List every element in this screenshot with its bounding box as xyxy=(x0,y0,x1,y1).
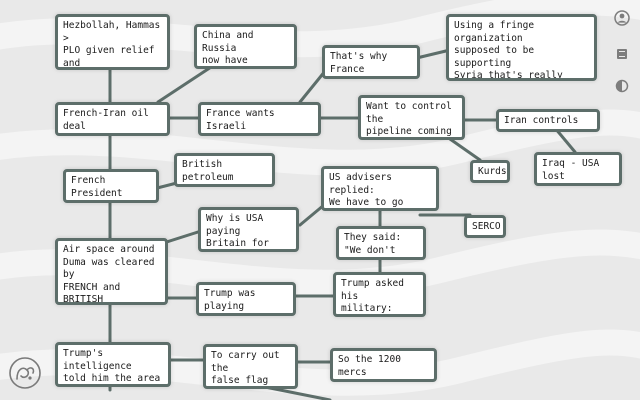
node-china-russia[interactable]: China and Russia now have control of Ira… xyxy=(194,24,297,69)
node-france-lying[interactable]: That's why France is lying xyxy=(322,45,420,79)
node-france-wants[interactable]: France wants Israeli attack on Iran - an… xyxy=(198,102,321,136)
node-iraq-usa[interactable]: Iraq - USA lost everything xyxy=(534,152,622,186)
contrast-icon[interactable] xyxy=(614,78,630,94)
node-trump-intel[interactable]: Trump's intelligence told him the area w… xyxy=(55,342,171,387)
node-macron[interactable]: French President Macron globalist xyxy=(63,169,159,203)
node-fringe-org[interactable]: Using a fringe organization supposed to … xyxy=(446,14,597,81)
book-icon[interactable] xyxy=(614,46,630,62)
node-us-advisers[interactable]: US advisers replied: We have to go throu… xyxy=(321,166,439,211)
node-french-iran-deal[interactable]: French-Iran oil deal failed after Trump xyxy=(55,102,170,136)
node-they-said[interactable]: They said: "We don't know" xyxy=(336,226,426,260)
node-trump-playing[interactable]: Trump was playing with their minds xyxy=(196,282,296,316)
node-trump-asked[interactable]: Trump asked his military: What are the t… xyxy=(333,272,426,317)
node-hezbollah[interactable]: Hezbollah, Hammas > PLO given relief and… xyxy=(55,14,170,70)
user-circle-icon[interactable] xyxy=(614,10,630,26)
node-kurds[interactable]: Kurds xyxy=(470,160,510,183)
app-logo-icon[interactable] xyxy=(8,356,42,390)
node-iran-controls[interactable]: Iran controls Iraq xyxy=(496,109,600,132)
node-british-petroleum[interactable]: British petroleum stole Iran's oil xyxy=(174,153,275,187)
node-pipeline[interactable]: Want to control the pipeline coming out … xyxy=(358,95,465,140)
node-air-space[interactable]: Air space around Duma was cleared by FRE… xyxy=(55,238,168,305)
node-mercs[interactable]: So the 1200 mercs could get out xyxy=(330,348,437,382)
node-why-usa[interactable]: Why is USA paying Britain for fake intel… xyxy=(198,207,299,252)
node-false-flag[interactable]: To carry out the false flag Assad "gas a… xyxy=(203,344,298,389)
node-serco[interactable]: SERCO xyxy=(464,215,506,238)
edge xyxy=(553,126,577,154)
